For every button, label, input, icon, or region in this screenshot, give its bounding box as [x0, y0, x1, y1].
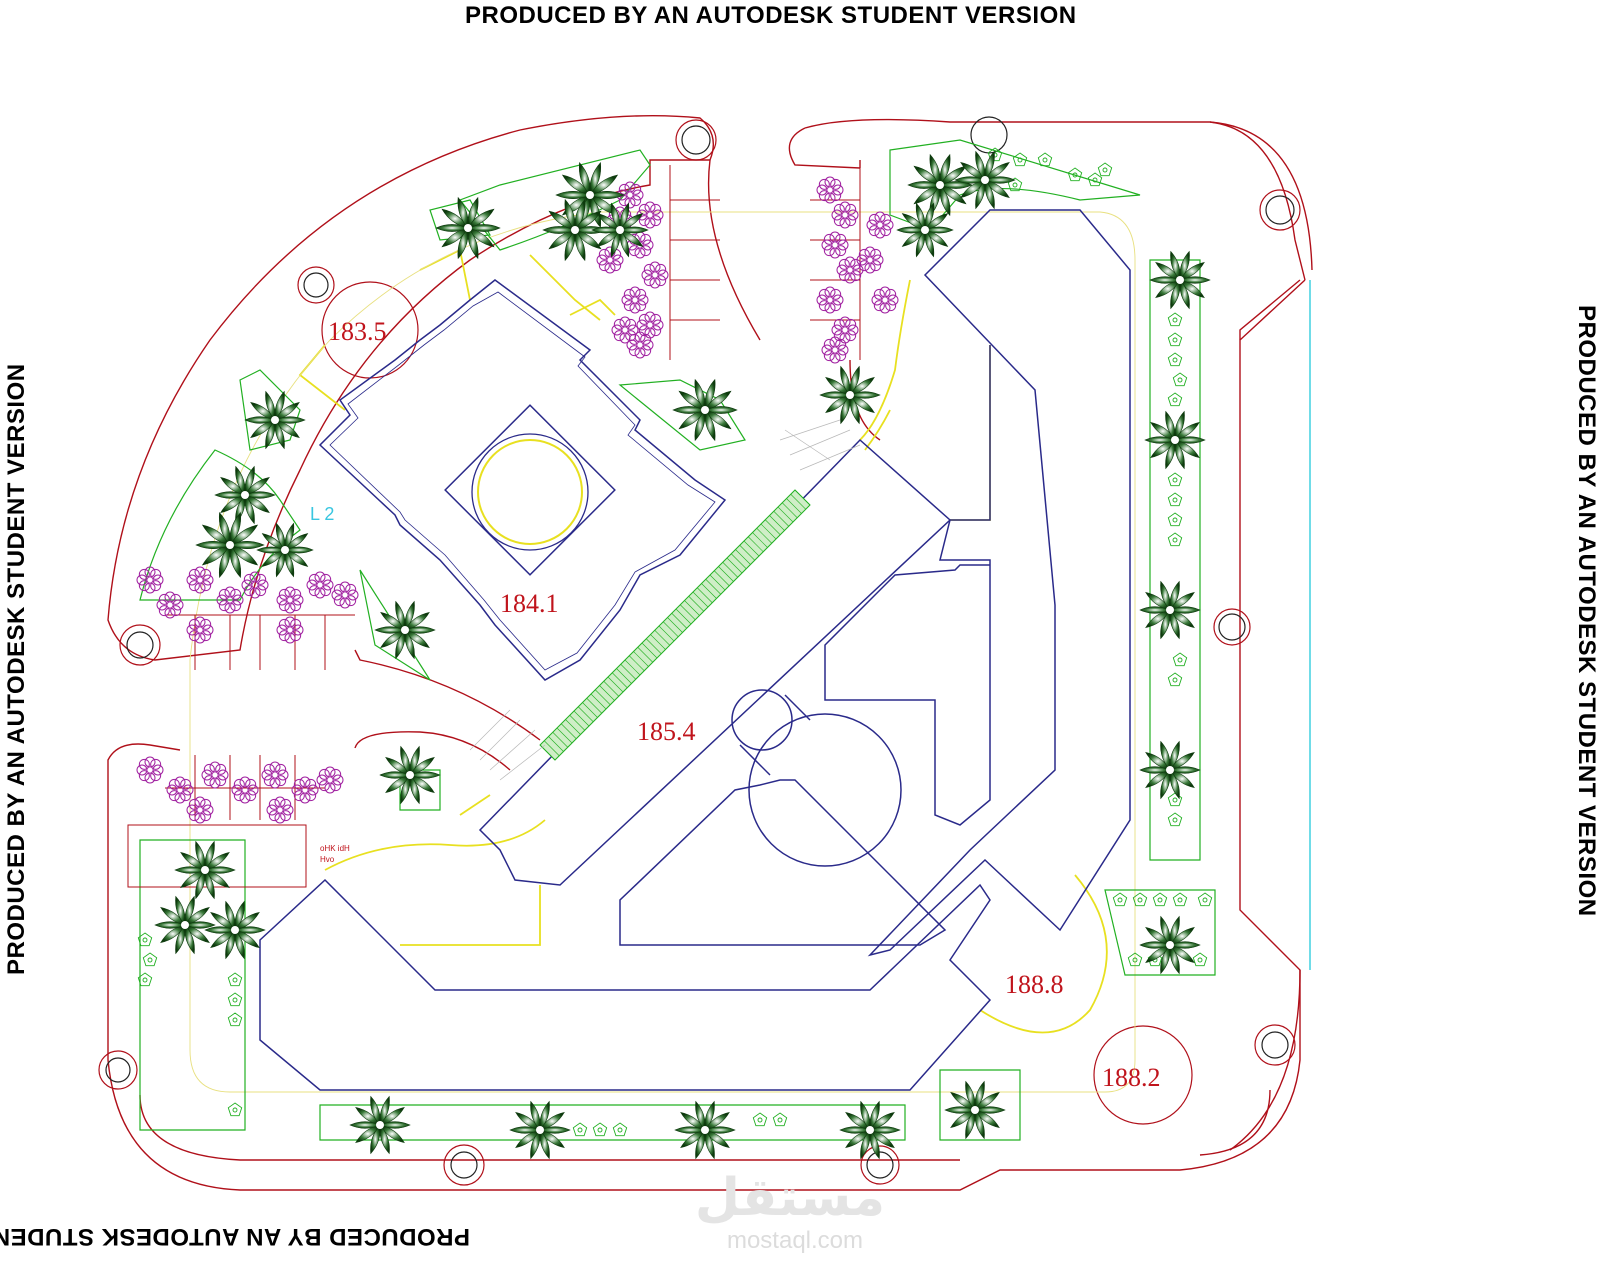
cyan-layer-label: L 2	[310, 504, 334, 524]
fountain-basin	[471, 433, 589, 551]
fountain-ring	[477, 439, 583, 545]
elevation-label-5: 188.2	[1102, 1063, 1161, 1092]
watermark-top: PRODUCED BY AN AUTODESK STUDENT VERSION	[465, 2, 1077, 29]
palm-tree-group	[154, 150, 1211, 1160]
elevation-label-1: 183.5	[328, 317, 387, 346]
small-red-label: oHK idH	[320, 844, 350, 853]
small-red-label-2: Hvo	[320, 855, 335, 864]
shrub-group	[136, 176, 899, 824]
building-outlines	[259, 209, 1131, 1091]
small-shrub-group	[137, 147, 1213, 1137]
elevation-label-2: 184.1	[500, 589, 559, 618]
site-boundary	[107, 115, 1313, 1191]
grey-hatch	[469, 419, 861, 781]
red-label-box	[127, 824, 307, 888]
lamp-circles	[98, 116, 1301, 1186]
elevation-label-3: 185.4	[637, 717, 696, 746]
elevation-label-4: 188.8	[1005, 970, 1064, 999]
logo-arabic-text: مستقل	[695, 1168, 885, 1228]
mostaql-logo: مستقل mostaql.com	[695, 1168, 885, 1254]
logo-domain-text: mostaql.com	[727, 1227, 863, 1254]
stair-hatch	[539, 489, 811, 761]
